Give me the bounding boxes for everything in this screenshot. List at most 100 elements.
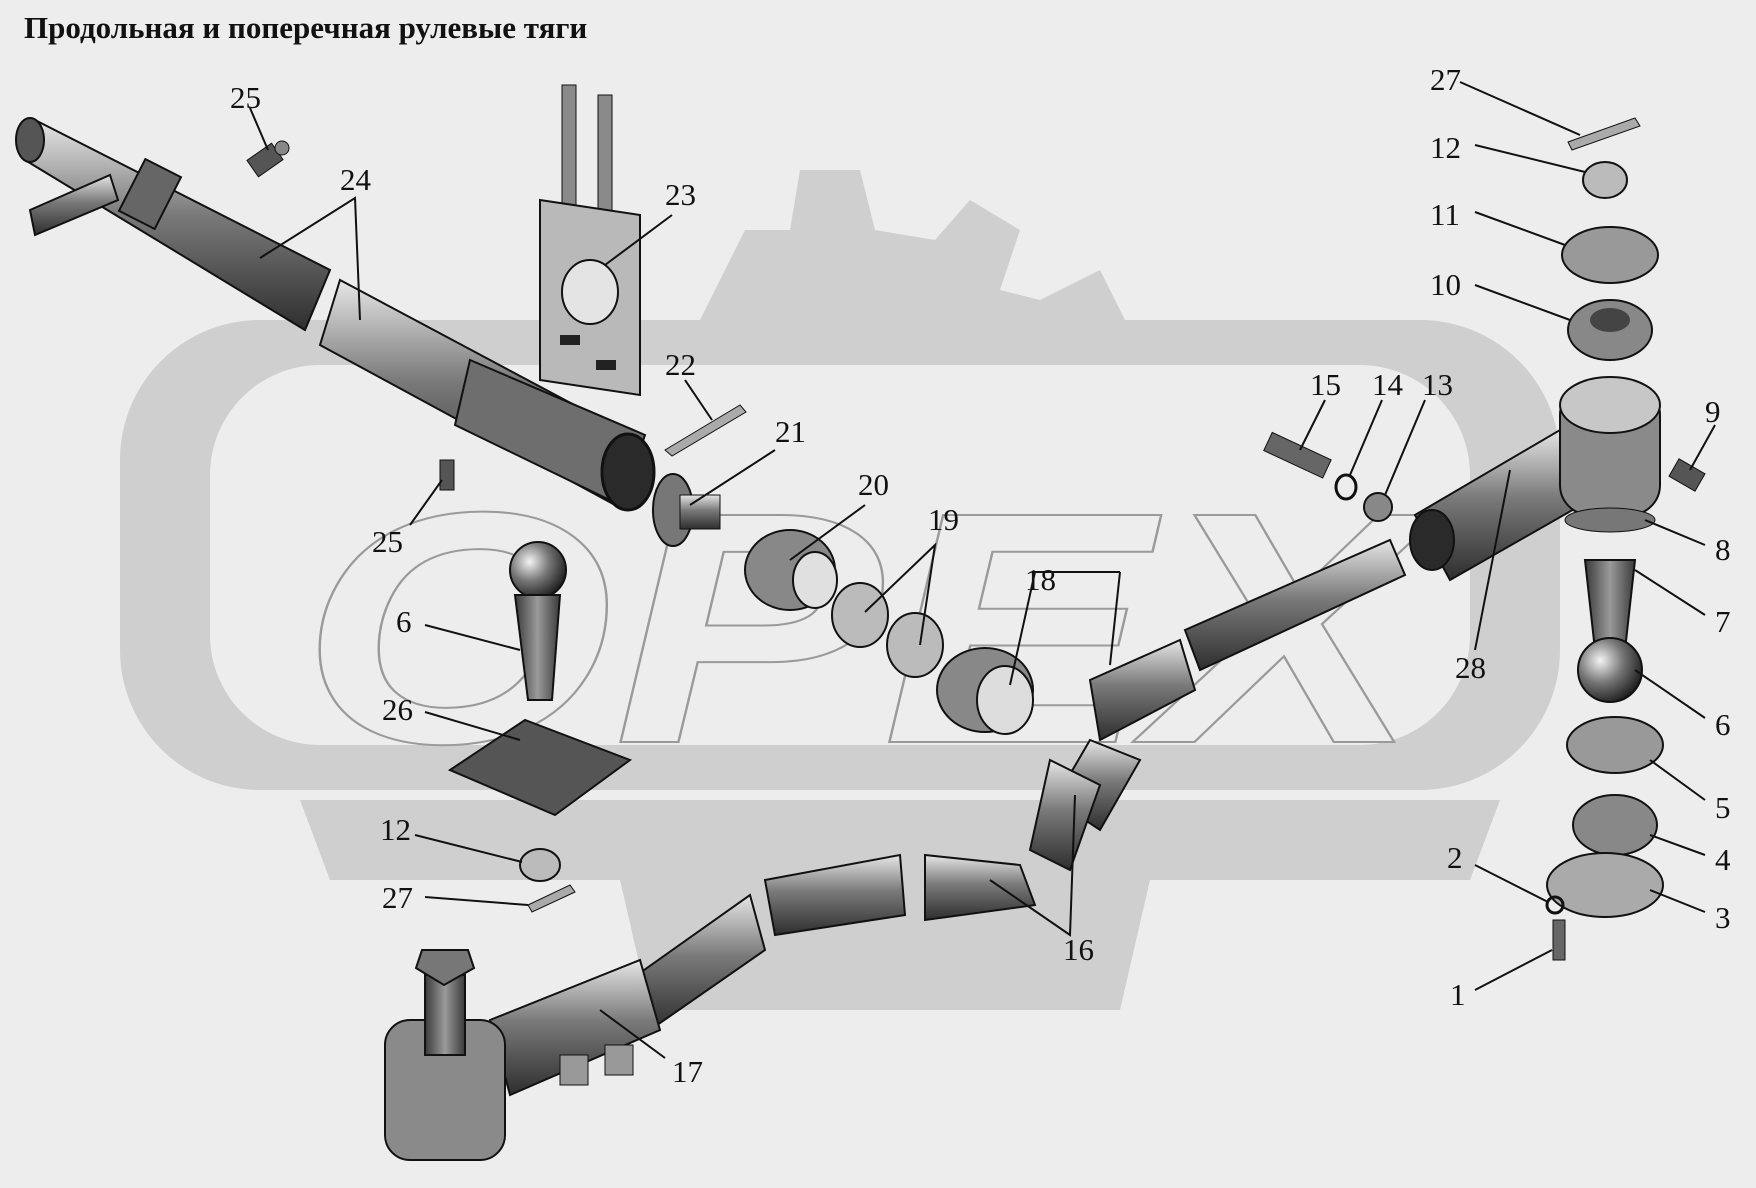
nut-13-shape (1363, 492, 1393, 522)
leader-6a (424, 624, 521, 651)
label-25b: 25 (372, 524, 403, 559)
rod-16-segment-2 (1088, 638, 1197, 742)
label-6b: 6 (1715, 707, 1731, 742)
seat-19-a (831, 582, 889, 648)
part-25-grease-fitting-lower (439, 459, 455, 491)
label-5: 5 (1715, 790, 1731, 825)
label-1: 1 (1450, 977, 1466, 1012)
ball-6-left-shank (513, 594, 562, 701)
label-2: 2 (1447, 840, 1463, 875)
part-4-spring (1572, 794, 1658, 856)
label-28: 28 (1455, 650, 1486, 685)
part-27-cotter-pin-left (527, 884, 576, 913)
watermark-gear (700, 170, 1125, 320)
leader-25a (249, 107, 269, 151)
leader-15 (1299, 399, 1326, 451)
end-17-nut (414, 949, 476, 987)
part-12-castle-nut-left (519, 848, 561, 882)
cup-5-shape (1566, 716, 1664, 774)
label-12a: 12 (380, 812, 411, 847)
washer-14-shape (1334, 473, 1358, 501)
part-25-grease-fitting-top (246, 140, 290, 178)
leader-27b (1459, 81, 1581, 136)
part-2-lock-washer (1545, 895, 1565, 915)
leader-10 (1474, 284, 1571, 321)
fitting-25-tip (274, 140, 290, 156)
leader-3 (1649, 889, 1706, 913)
part-6-ball-seat-right (1577, 637, 1643, 703)
cotter-27-right-shape (1567, 117, 1641, 151)
spring-20-end (792, 551, 838, 609)
part-6-ball-pin-left (509, 541, 567, 701)
page-title: Продольная и поперечная рулевые тяги (24, 10, 588, 45)
callout-labels: 25 24 23 22 21 20 19 18 25 6 26 12 27 17… (230, 62, 1731, 1089)
plate-23-slot-1 (560, 335, 580, 345)
plate-23-slot-2 (596, 360, 616, 370)
part-7-ball-pin-right (1583, 559, 1637, 651)
part-13-nut (1363, 492, 1393, 522)
tube-24-stub (28, 173, 120, 237)
label-8: 8 (1715, 532, 1731, 567)
leader-13 (1384, 399, 1426, 496)
leader-12b (1474, 144, 1586, 173)
label-24: 24 (340, 162, 372, 197)
part-1-bolt (1552, 919, 1566, 961)
bolt-1-shape (1552, 919, 1566, 961)
ring-8-shape (1564, 507, 1656, 533)
rod-16-segment-4 (1028, 758, 1102, 872)
washer-2-shape (1545, 895, 1565, 915)
part-17-tie-rod-end (384, 949, 662, 1161)
label-27a: 27 (382, 880, 413, 915)
plate-23-hole (561, 259, 619, 325)
leader-5 (1649, 759, 1706, 801)
leader-2 (1474, 864, 1549, 903)
part-3-cover (1546, 852, 1664, 918)
seal-10-inner (1590, 308, 1630, 332)
end-17-bolt-a (559, 1054, 589, 1086)
part-14-washer (1334, 473, 1358, 501)
washer-11-shape (1561, 226, 1659, 284)
label-3: 3 (1715, 900, 1731, 935)
leader-22 (684, 379, 713, 421)
nut-12-left-shape (519, 848, 561, 882)
label-14: 14 (1372, 367, 1404, 402)
end-17-bolt-b (604, 1044, 634, 1076)
label-11: 11 (1430, 197, 1460, 232)
fitting-25b-body (439, 459, 455, 491)
rod-16-segment-5 (924, 853, 1037, 922)
leader-4 (1649, 834, 1706, 856)
cotter-27-left-shape (527, 884, 576, 913)
part-8-ring (1564, 507, 1656, 533)
part-26-felt-pad (447, 718, 633, 817)
part-21-plug (652, 473, 721, 547)
label-26: 26 (382, 692, 413, 727)
label-6a: 6 (396, 604, 412, 639)
tube-24-collar (117, 157, 183, 231)
part-9-fitting (1668, 458, 1706, 492)
end-28-top (1559, 376, 1661, 434)
label-18: 18 (1025, 562, 1056, 597)
label-12b: 12 (1430, 130, 1461, 165)
leader-14 (1349, 399, 1383, 476)
part-27-cotter-pin-right (1567, 117, 1641, 151)
nut-12-right-shape (1582, 161, 1628, 199)
label-25a: 25 (230, 80, 261, 115)
rod-16-segment-6 (763, 853, 907, 937)
part-24-tie-rod-tube (15, 117, 656, 512)
part-19-seats (831, 582, 944, 678)
leader-11 (1474, 211, 1566, 246)
part-23-mounting-plate (539, 84, 641, 397)
end-28-socket (1409, 509, 1455, 571)
label-9: 9 (1705, 394, 1721, 429)
label-21: 21 (775, 414, 806, 449)
part-18-threaded-plug (936, 647, 1034, 735)
part-12-castle-nut-right (1582, 161, 1628, 199)
plug-21-shaft (679, 494, 721, 530)
tube-24-socket (600, 432, 656, 512)
pin-7-shank (1583, 559, 1637, 651)
part-22-cotter-pin (664, 404, 747, 457)
pad-26-shape (447, 718, 633, 817)
leader-28 (1474, 469, 1511, 651)
rod-16-segment-1 (1183, 538, 1407, 672)
